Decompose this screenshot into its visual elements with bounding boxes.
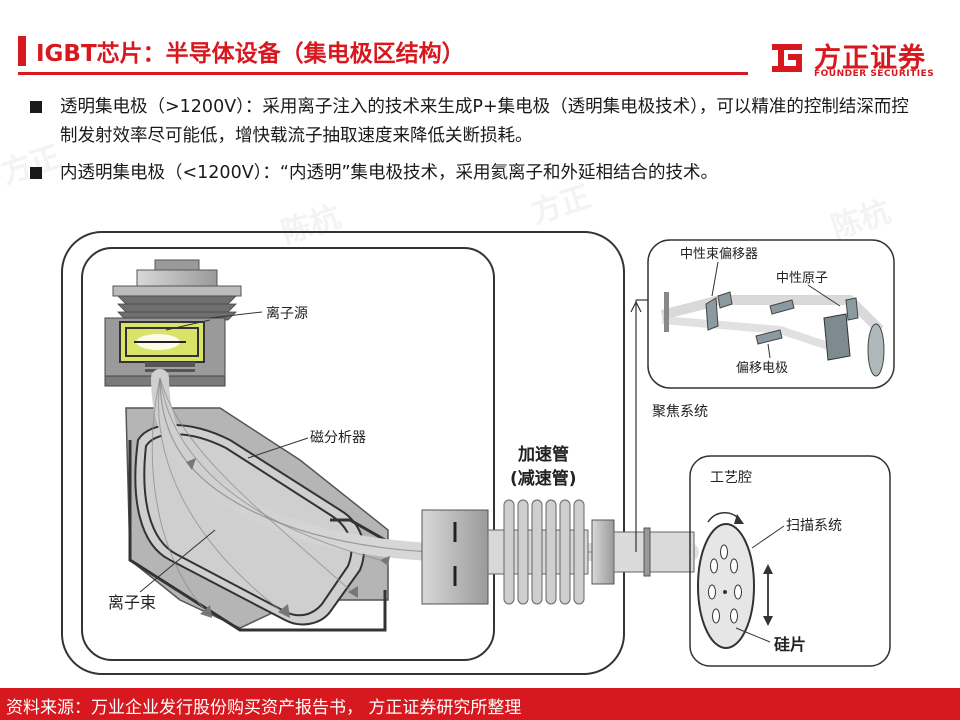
label-neutral-atoms: 中性原子: [776, 271, 828, 286]
bullet-square-icon: [30, 101, 42, 113]
label-deflection-electrode: 偏移电极: [736, 361, 788, 376]
label-scan-system: 扫描系统: [786, 518, 842, 534]
page-title: IGBT芯片：半导体设备（集电极区结构）: [36, 41, 465, 67]
label-focus-system: 聚焦系统: [652, 404, 708, 420]
main-enclosure: [61, 231, 625, 675]
logo-name: 方正证券: [814, 43, 926, 74]
bullet-item: 内透明集电极（<1200V）：“内透明”集电极技术，采用氦离子和外延相结合的技术…: [30, 159, 910, 188]
source-note: 资料来源：万业企业发行股份购买资产报告书， 方正证券研究所整理: [6, 698, 522, 718]
label-process-chamber: 工艺腔: [710, 470, 752, 486]
label-accel-tube: 加速管: [517, 444, 569, 465]
ion-implanter-diagram: 离子源 磁分析器 离子束 加速管 (减速管) 聚焦系统 中性束偏移器 中性原子 …: [61, 231, 895, 675]
bullet-square-icon: [30, 167, 42, 179]
label-ion-beam: 离子束: [108, 593, 156, 612]
ion-beam-leader: [139, 529, 216, 593]
title-accent-bar: [18, 36, 26, 66]
bullet-item: 透明集电极（>1200V）：采用离子注入的技术来生成P+集电极（透明集电极技术）…: [30, 93, 910, 151]
neutral-atoms-leader: [807, 284, 841, 307]
label-magnetic-analyzer: 磁分析器: [310, 430, 366, 446]
ion-beam-path: [151, 369, 699, 618]
neutral-beam-deflector-inset: [647, 239, 895, 389]
deflection-electrode-leader: [767, 343, 771, 359]
title-underline: [18, 72, 748, 75]
wafer-leader: [735, 627, 771, 643]
footer-bar: 资料来源：万业企业发行股份购买资产报告书， 方正证券研究所整理: [0, 688, 960, 720]
ion-source-assembly: [104, 259, 242, 387]
ion-source-leader: [209, 311, 263, 319]
label-neutral-deflector: 中性束偏移器: [680, 247, 758, 262]
source-magnet-housing: [81, 247, 495, 661]
process-chamber-inset: [689, 455, 891, 667]
neutral-deflector-leader: [711, 261, 719, 297]
company-logo: 方正证券 FOUNDER SECURITIES: [768, 36, 938, 80]
label-decel-tube: (减速管): [510, 468, 577, 489]
logo-english-name: FOUNDER SECURITIES: [814, 69, 935, 79]
scan-system-leader: [751, 525, 785, 549]
magnetic-analyzer-leader: [247, 437, 309, 459]
bullet-text: 内透明集电极（<1200V）：“内透明”集电极技术，采用氦离子和外延相结合的技术…: [60, 163, 719, 183]
label-ion-source: 离子源: [266, 305, 308, 322]
label-wafer: 硅片: [774, 635, 806, 654]
bullet-list: 透明集电极（>1200V）：采用离子注入的技术来生成P+集电极（透明集电极技术）…: [30, 93, 910, 196]
acceleration-tube-bellows: [487, 499, 695, 605]
founder-logo-icon: [772, 44, 802, 72]
bullet-text: 透明集电极（>1200V）：采用离子注入的技术来生成P+集电极（透明集电极技术）…: [60, 97, 909, 146]
